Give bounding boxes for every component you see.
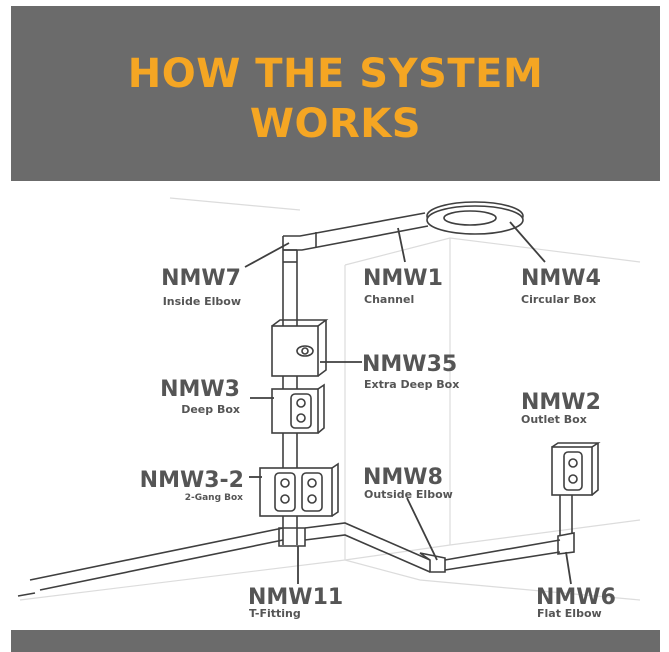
nmw1-code: NMW1	[363, 266, 443, 291]
nmw3-code: NMW3	[160, 377, 240, 402]
outlet-box	[551, 442, 601, 496]
nmw32-code: NMW3-2	[140, 468, 244, 493]
nmw11-desc: T-Fitting	[249, 607, 301, 620]
nmw8-desc: Outside Elbow	[364, 488, 453, 501]
label-nmw8: NMW8 Outside Elbow	[363, 465, 453, 501]
circular-box	[426, 201, 524, 235]
label-nmw11: NMW11 T-Fitting	[248, 585, 343, 620]
nmw7-desc: Inside Elbow	[163, 295, 241, 308]
extra-deep-box	[271, 319, 329, 377]
label-nmw4: NMW4 Circular Box	[521, 266, 601, 306]
label-nmw2: NMW2 Outlet Box	[521, 390, 601, 426]
footer-banner	[11, 630, 660, 652]
room-walls	[19, 197, 641, 601]
title-line-1: HOW THE SYSTEM	[127, 51, 544, 97]
nmw8-code: NMW8	[363, 465, 443, 490]
nmw3-desc: Deep Box	[181, 403, 240, 416]
nmw4-code: NMW4	[521, 266, 601, 291]
label-nmw3-2: NMW3-2 2-Gang Box	[140, 468, 244, 503]
header-banner: HOW THE SYSTEM WORKS	[11, 6, 660, 181]
nmw1-desc: Channel	[364, 293, 414, 306]
two-gang-box	[259, 462, 339, 517]
nmw7-code: NMW7	[161, 266, 241, 291]
label-nmw35: NMW35 Extra Deep Box	[362, 352, 459, 391]
nmw4-desc: Circular Box	[521, 293, 596, 306]
nmw35-code: NMW35	[362, 352, 457, 377]
label-nmw7: NMW7 Inside Elbow	[161, 266, 241, 308]
label-nmw1: NMW1 Channel	[363, 266, 443, 306]
nmw32-desc: 2-Gang Box	[185, 493, 243, 503]
nmw6-desc: Flat Elbow	[537, 607, 602, 620]
nmw2-code: NMW2	[521, 390, 601, 415]
title-line-2: WORKS	[249, 101, 422, 147]
label-nmw3: NMW3 Deep Box	[160, 377, 240, 416]
nmw6-code: NMW6	[536, 585, 616, 610]
nmw35-desc: Extra Deep Box	[364, 378, 459, 391]
label-nmw6: NMW6 Flat Elbow	[536, 585, 616, 620]
deep-box	[271, 383, 325, 434]
nmw2-desc: Outlet Box	[521, 413, 587, 426]
leader-lines	[244, 221, 572, 585]
nmw11-code: NMW11	[248, 585, 343, 610]
